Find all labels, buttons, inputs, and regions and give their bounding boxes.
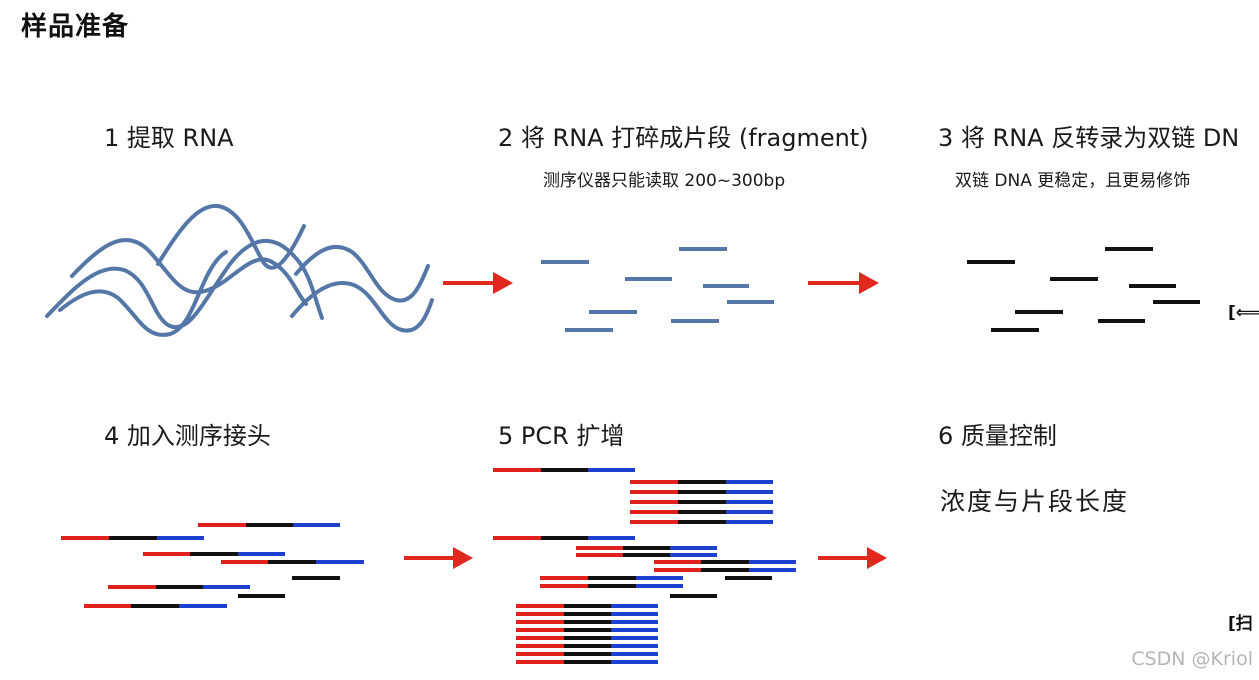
page-title: 样品准备 [21,12,130,42]
edge-overlay-bottom[interactable]: [扫 [1228,614,1253,634]
arrow-4-5 [404,547,473,569]
rna-strand [45,238,324,330]
step-3-title: 3 将 RNA 反转录为双链 DN [938,124,1240,152]
rna-fragments [541,247,774,332]
edge-overlay-top[interactable]: [⟸ [1228,303,1259,323]
watermark: CSDN @Kriol [1131,648,1253,670]
dna-fragments [967,247,1200,332]
step-6-title: 6 质量控制 [938,422,1057,450]
rna-waves [45,203,434,337]
rna-strand [156,203,306,270]
step-1-title: 1 提取 RNA [104,124,234,152]
arrow-5-6 [818,547,887,569]
arrow-2-3 [808,272,879,294]
rna-strand [290,280,434,333]
step-5-title: 5 PCR 扩增 [498,422,625,450]
adapter-fragments [61,523,364,608]
step-6-detail: 浓度与片段长度 [940,487,1130,516]
step-2-title: 2 将 RNA 打碎成片段 (fragment) [498,124,869,152]
rna-strand [58,250,228,337]
step-2-subtitle: 测序仪器只能读取 200~300bp [543,171,786,191]
step-3-subtitle: 双链 DNA 更稳定，且更易修饰 [955,171,1191,191]
rna-strand [294,245,430,303]
arrow-1-2 [443,272,513,294]
step-4-title: 4 加入测序接头 [104,422,271,450]
pcr-amplicons [493,468,796,664]
